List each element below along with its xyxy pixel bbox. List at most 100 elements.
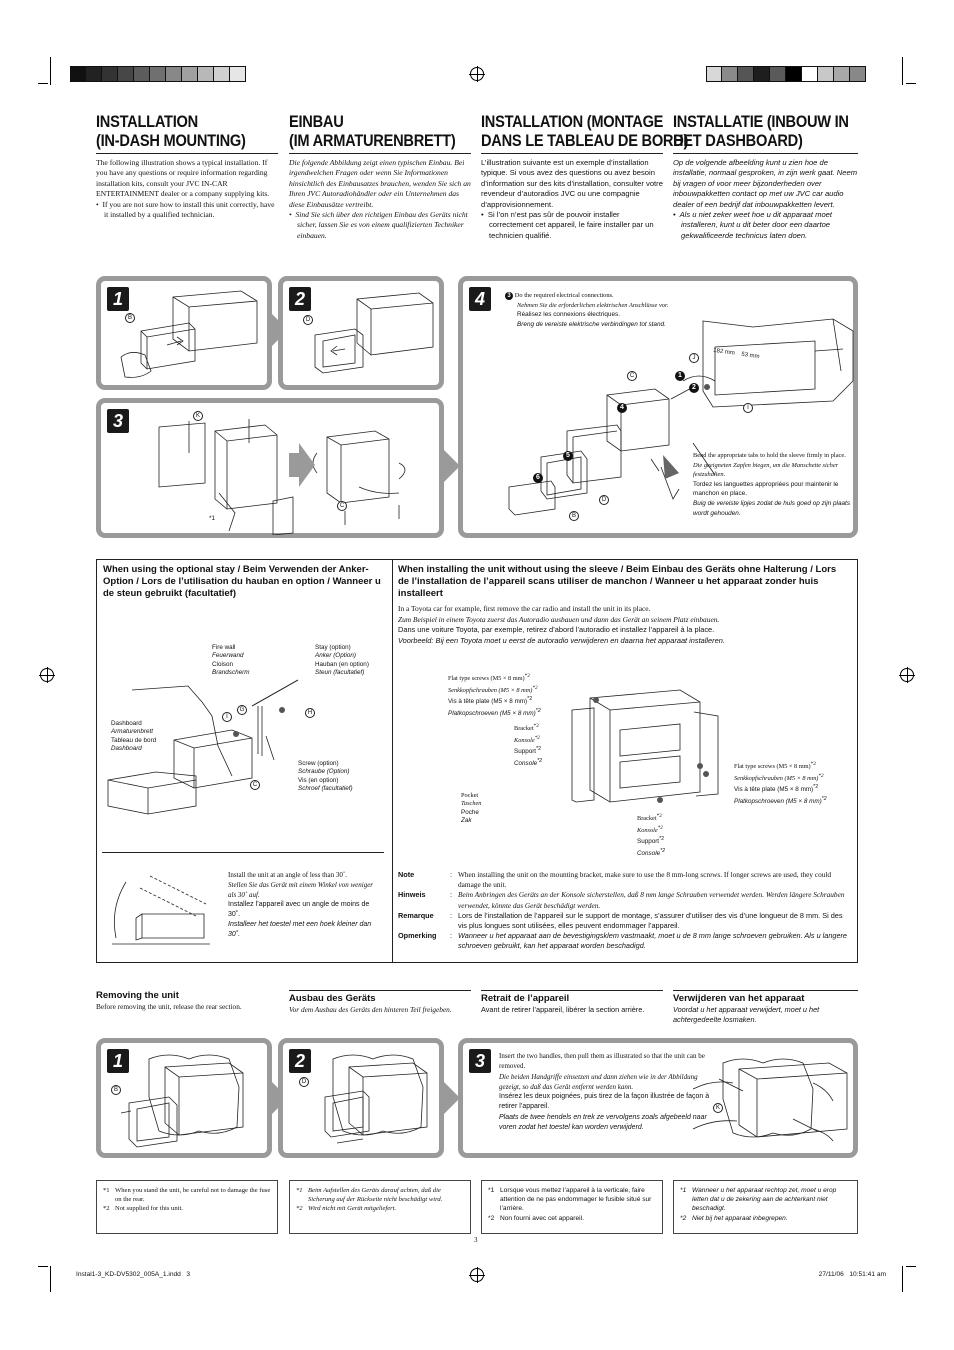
stay-heading: When using the optional stay / Beim Verw…	[103, 564, 381, 599]
dashboard-install-illustration	[508, 318, 854, 516]
part-label-c3: C	[250, 780, 260, 790]
color-swatch	[770, 66, 786, 82]
screw-option-label: Screw (option)Schraube (Option)Vis (en o…	[298, 760, 353, 793]
mounting-notes: Note:When installing the unit on the mou…	[398, 870, 852, 952]
color-bar-right	[706, 66, 866, 82]
title-en-line1: INSTALLATION	[96, 112, 198, 131]
color-swatch	[214, 66, 230, 82]
box-divider-horizontal	[102, 852, 384, 853]
color-swatch	[134, 66, 150, 82]
removal-en-heading: Removing the unit	[96, 990, 179, 1001]
removal-illustration-2	[324, 1054, 428, 1144]
part-label-k: K	[193, 411, 203, 421]
color-swatch	[118, 66, 134, 82]
bracket-label-2: Bracket*2 Konsole*2 Support*2 Console*2	[637, 813, 666, 857]
title-nl-line2: HET DASHBOARD)	[673, 131, 803, 150]
intro-fr-bullet: • Si l’on n’est pas sûr de pouvoir insta…	[481, 210, 654, 240]
title-de-line2: (IM ARMATURENBRETT)	[289, 131, 456, 150]
note-fr: Remarque:Lors de l’installation de l’app…	[398, 910, 843, 931]
step-panel-3: 3 K C *1	[96, 398, 444, 538]
bullet-number-4: 4	[617, 403, 627, 413]
crop-marks-top-right	[890, 57, 918, 85]
removal-label-b: B	[111, 1085, 121, 1095]
part-label-b: B	[125, 313, 135, 323]
removal-step-2: 2	[289, 1049, 311, 1073]
bullet-number-1: 1	[675, 371, 685, 381]
part-label-j: J	[689, 353, 699, 363]
intro-col-nl: INSTALLATIE (INBOUW IN HET DASHBOARD) Op…	[673, 112, 858, 241]
part-label-h: H	[305, 708, 315, 718]
color-bar-left	[70, 66, 246, 82]
file-info-right: 27/11/06 10:51:41 am	[818, 1271, 886, 1278]
removal-label-d: D	[299, 1077, 309, 1087]
step-number-2: 2	[289, 287, 311, 311]
step-panel-2: 2 D	[278, 276, 444, 390]
intro-en-bullet: • If you are not sure how to install thi…	[96, 199, 275, 220]
bullet-number-6: 6	[533, 473, 543, 483]
color-swatch	[754, 66, 770, 82]
part-label-d2: D	[599, 495, 609, 505]
bullet-number-5: 5	[563, 451, 573, 461]
color-swatch	[834, 66, 850, 82]
registration-mark-top-icon	[469, 66, 485, 82]
removal-fr-heading: Retrait de l’appareil	[481, 993, 570, 1004]
no-sleeve-heading: When installing the unit without using t…	[398, 564, 837, 599]
removal-panel-3: 3 Insert the two handles, then pull them…	[458, 1038, 858, 1158]
title-fr-line1: INSTALLATION (MONTAGE	[481, 112, 664, 131]
footnote-mark-1: *1	[209, 515, 215, 522]
handles-note: Insert the two handles, then pull them a…	[499, 1052, 710, 1132]
crop-marks-top-left	[38, 57, 66, 85]
stay-option-label: Stay (option)Anker (Option)Hauban (en op…	[315, 644, 369, 677]
bullet-number-2: 2	[689, 383, 699, 393]
color-swatch	[230, 66, 246, 82]
pull-handles-illustration	[692, 1058, 848, 1142]
color-swatch	[722, 66, 738, 82]
title-de-line1: EINBAU	[289, 112, 344, 131]
step-panel-4: 4 3 Do the required electrical connectio…	[458, 276, 858, 538]
registration-mark-left-icon	[39, 667, 55, 683]
color-swatch	[786, 66, 802, 82]
angle-illustration	[112, 875, 210, 945]
step-number-1: 1	[107, 287, 129, 311]
optional-mounting-box	[96, 559, 858, 963]
title-en-line2: (IN-DASH MOUNTING)	[96, 131, 246, 150]
color-swatch	[802, 66, 818, 82]
pocket-label: Pocket Taschen Poche Zak	[461, 792, 482, 825]
part-label-i: I	[743, 403, 753, 413]
registration-mark-right-icon	[899, 667, 915, 683]
color-swatch	[198, 66, 214, 82]
part-label-d: D	[303, 315, 313, 325]
color-swatch	[818, 66, 834, 82]
bullet-number-3: 3	[505, 292, 513, 300]
bracket-mount-illustration	[571, 689, 719, 803]
removal-label-k: K	[713, 1103, 723, 1113]
note-nl: Opmerking:Wanneer u het apparaat aan de …	[398, 931, 847, 951]
intro-de-bullet: • Sind Sie sich über den richtigen Einba…	[289, 210, 468, 240]
part-label-c2: C	[627, 371, 637, 381]
removal-panel-1: 1 B	[96, 1038, 272, 1158]
registration-mark-bottom-icon	[469, 1267, 485, 1283]
color-swatch	[150, 66, 166, 82]
color-swatch	[70, 66, 86, 82]
intro-col-en: INSTALLATION (IN-DASH MOUNTING) The foll…	[96, 112, 278, 220]
intro-de-body: Die folgende Abbildung zeigt einen typis…	[289, 158, 471, 209]
removal-step-1: 1	[107, 1049, 129, 1073]
removal-nl: Verwijderen van het apparaat Voordat u h…	[673, 990, 858, 1025]
part-label-b2: B	[569, 511, 579, 521]
color-swatch	[102, 66, 118, 82]
color-swatch	[166, 66, 182, 82]
removal-de-heading: Ausbau des Geräts	[289, 993, 376, 1004]
remove-trim-illustration	[314, 292, 434, 374]
file-info-left: Instal1-3_KD-DV5302_005A_1.indd 3	[76, 1271, 191, 1278]
removal-step-3: 3	[469, 1049, 491, 1073]
step-panel-1: 1 B	[96, 276, 272, 390]
flat-screws-label-1: Flat type screws (M5 × 8 mm)*2 Senkkopfs…	[448, 673, 541, 717]
crop-marks-bottom-left	[38, 1264, 66, 1292]
flat-screws-label-2: Flat type screws (M5 × 8 mm)*2 Senkkopfs…	[734, 761, 827, 805]
removal-panel-2: 2 D	[278, 1038, 444, 1158]
part-label-c: C	[337, 501, 347, 511]
remove-panel-illustration	[120, 290, 258, 378]
box-divider-vertical	[392, 559, 393, 963]
